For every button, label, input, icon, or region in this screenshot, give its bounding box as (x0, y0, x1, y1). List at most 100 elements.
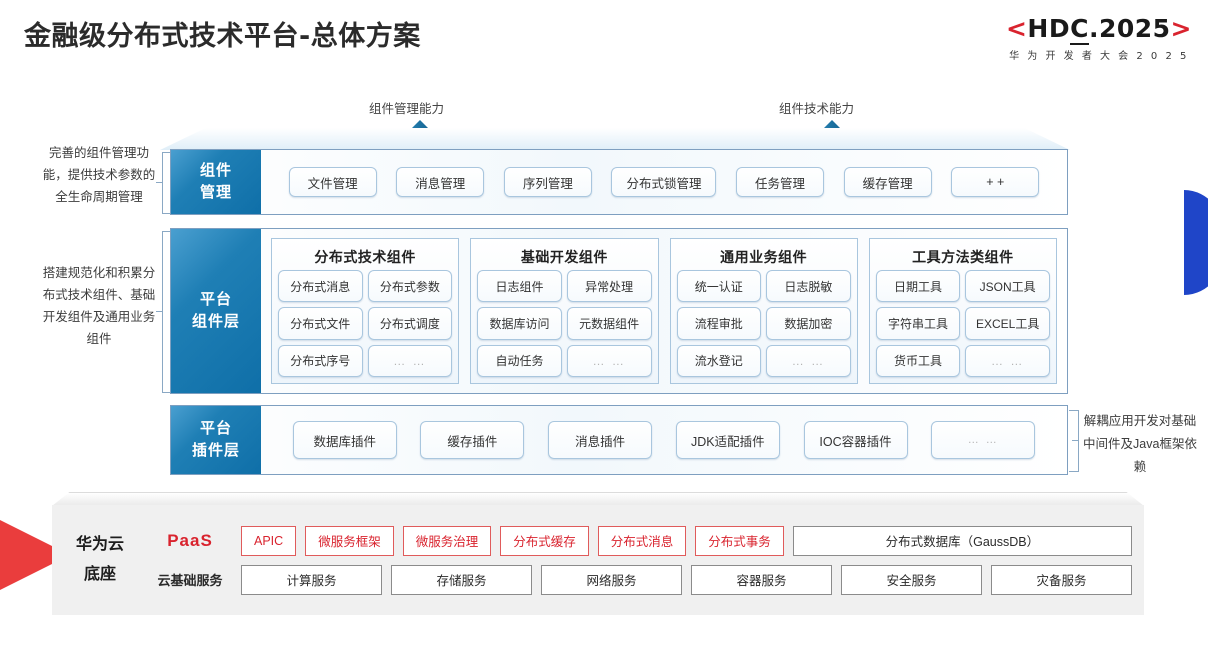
component-group: 通用业务组件统一认证日志脱敏流程审批数据加密流水登记… … (669, 238, 858, 384)
cloud-service-cell[interactable]: 网络服务 (541, 564, 682, 595)
logo-text-underline: C (1070, 14, 1089, 45)
hdc-logo-text: <HDC.2025> (1005, 14, 1192, 45)
cloud-service-cell[interactable]: 计算服务 (241, 564, 382, 595)
component-management-cell[interactable]: 缓存管理 (843, 167, 932, 197)
brace-platform-component (162, 231, 172, 393)
layer-tab-line1: 平台 (199, 420, 232, 437)
note-platform-component: 搭建规范化和积累分布式技术组件、基础开发组件及通用业务组件 (42, 266, 156, 346)
component-cell[interactable]: 分布式消息 (278, 270, 363, 303)
component-cell[interactable]: 分布式调度 (367, 307, 453, 340)
component-cell[interactable]: 异常处理 (566, 270, 652, 303)
plugin-cell[interactable]: 缓存插件 (420, 421, 525, 459)
component-group: 基础开发组件日志组件异常处理数据库访问元数据组件自动任务… … (470, 238, 659, 384)
base-body: 华为云 底座 PaaS APIC 微服务框架微服务治理分布式缓存分布式消息分布式事… (52, 505, 1144, 615)
plugin-cell[interactable]: 消息插件 (548, 421, 653, 459)
paas-service-cell[interactable]: 分布式事务 (695, 525, 784, 556)
component-cell[interactable]: EXCEL工具 (965, 307, 1050, 340)
cloud-service-cell[interactable]: 存储服务 (391, 564, 532, 595)
component-management-cell[interactable]: 分布式锁管理 (611, 167, 717, 197)
component-cell[interactable]: 统一认证 (676, 270, 762, 303)
base-top-bevel (52, 492, 1144, 506)
brace-platform-plugin (1069, 410, 1079, 472)
layer-tab-component-management: 组件 管理 (171, 150, 261, 214)
brace-tick-2 (156, 311, 162, 312)
component-group-container: 分布式技术组件分布式消息分布式参数分布式文件分布式调度分布式序号… …基础开发组… (261, 229, 1067, 393)
base-label: 华为云 底座 (52, 530, 148, 590)
layer-component-management: 组件 管理 文件管理消息管理序列管理分布式锁管理任务管理缓存管理 + + (170, 149, 1068, 215)
note-component-management: 完善的组件管理功能，提供技术参数的全生命周期管理 (42, 146, 156, 204)
blue-arc-decoration (1184, 190, 1208, 295)
component-cell[interactable]: … … (367, 344, 453, 377)
paas-tag: PaaS (167, 530, 213, 550)
cloud-service-cell[interactable]: 容器服务 (691, 564, 832, 595)
component-cell[interactable]: 元数据组件 (566, 307, 652, 340)
paas-row: PaaS APIC 微服务框架微服务治理分布式缓存分布式消息分布式事务分布式数据库… (148, 525, 1132, 556)
paas-service-cell[interactable]: 分布式缓存 (500, 525, 589, 556)
brace-tick-1 (156, 182, 162, 183)
component-management-cell[interactable]: 消息管理 (396, 167, 485, 197)
component-cell[interactable]: 分布式文件 (278, 307, 363, 340)
layer-tab-line2: 组件层 (191, 313, 240, 330)
paas-service-cell[interactable]: 微服务框架 (305, 525, 394, 556)
stack-top-plate (160, 128, 1070, 150)
component-cell[interactable]: 分布式参数 (367, 270, 453, 303)
plugin-cell[interactable]: IOC容器插件 (803, 421, 908, 459)
cloud-row: 云基础服务 计算服务存储服务网络服务容器服务安全服务灾备服务 (148, 564, 1132, 595)
component-management-cell[interactable]: 序列管理 (503, 167, 592, 197)
component-management-cell[interactable]: + + (951, 167, 1040, 197)
component-group: 分布式技术组件分布式消息分布式参数分布式文件分布式调度分布式序号… … (271, 238, 460, 384)
component-cell[interactable]: 数据加密 (766, 307, 851, 340)
logo-bracket-right-icon: > (1170, 14, 1192, 43)
capability-label-management: 组件管理能力 (369, 102, 445, 116)
component-cell[interactable]: 日志脱敏 (766, 270, 851, 303)
layer-tab-platform-plugin: 平台 插件层 (171, 406, 261, 474)
paas-service-cell[interactable]: APIC (241, 525, 297, 556)
component-cell[interactable]: JSON工具 (965, 270, 1050, 303)
component-cell[interactable]: … … (766, 344, 851, 377)
component-cell[interactable]: 字符串工具 (875, 307, 961, 340)
layer-tab-line1: 组件 (199, 162, 232, 179)
note-platform-plugin: 解耦应用开发对基础中间件及Java框架依赖 (1083, 414, 1197, 474)
component-management-cell[interactable]: 文件管理 (288, 167, 377, 197)
paas-service-cell[interactable]: 分布式消息 (597, 525, 687, 556)
layer-body-component-management: 文件管理消息管理序列管理分布式锁管理任务管理缓存管理 + + (261, 150, 1067, 214)
component-cell[interactable]: 日期工具 (875, 270, 961, 303)
layer-body-platform-plugin: 数据库插件缓存插件消息插件 JDK适配插件 IOC容器插件 … … (261, 406, 1067, 474)
component-cell[interactable]: 自动任务 (477, 344, 562, 377)
component-cell[interactable]: … … (566, 344, 652, 377)
component-management-cell[interactable]: 任务管理 (736, 167, 825, 197)
component-group-title: 通用业务组件 (720, 249, 808, 265)
paas-service-cell[interactable]: 分布式数据库（GaussDB） (792, 525, 1132, 556)
cloud-service-cell[interactable]: 灾备服务 (991, 564, 1132, 595)
layer-platform-component: 平台 组件层 分布式技术组件分布式消息分布式参数分布式文件分布式调度分布式序号…… (170, 228, 1068, 394)
base-rows: PaaS APIC 微服务框架微服务治理分布式缓存分布式消息分布式事务分布式数据库… (148, 525, 1144, 595)
component-group-grid: 分布式消息分布式参数分布式文件分布式调度分布式序号… … (278, 270, 453, 377)
component-cell[interactable]: 日志组件 (477, 270, 562, 303)
paas-service-cell[interactable]: 微服务治理 (402, 525, 492, 556)
component-cell[interactable]: 数据库访问 (477, 307, 562, 340)
plugin-cell[interactable]: 数据库插件 (292, 421, 397, 459)
cloud-service-cell[interactable]: 安全服务 (841, 564, 982, 595)
base-label-line2: 底座 (83, 566, 116, 583)
component-group-grid: 统一认证日志脱敏流程审批数据加密流水登记… … (676, 270, 851, 377)
component-group-title: 工具方法类组件 (912, 249, 1014, 265)
base-label-line1: 华为云 (75, 536, 124, 553)
component-cell[interactable]: 分布式序号 (278, 344, 363, 377)
plugin-cell[interactable]: JDK适配插件 (675, 421, 780, 459)
component-group-grid: 日志组件异常处理数据库访问元数据组件自动任务… … (477, 270, 652, 377)
plugin-cell[interactable]: … … (931, 421, 1036, 459)
logo-text-a: HD (1027, 14, 1071, 43)
component-cell[interactable]: 流程审批 (676, 307, 762, 340)
component-cell[interactable]: 流水登记 (676, 344, 762, 377)
paas-cell-container: APIC 微服务框架微服务治理分布式缓存分布式消息分布式事务分布式数据库（Gaus… (241, 525, 1132, 556)
component-group-title: 基础开发组件 (520, 249, 608, 265)
page-title: 金融级分布式技术平台-总体方案 (24, 21, 421, 52)
component-cell[interactable]: … … (965, 344, 1050, 377)
hdc-logo-subtitle: 华 为 开 发 者 大 会 2 0 2 5 (1009, 51, 1189, 62)
brace-component-management (162, 152, 172, 214)
layer-platform-plugin: 平台 插件层 数据库插件缓存插件消息插件 JDK适配插件 IOC容器插件 … … (170, 405, 1068, 475)
logo-bracket-left-icon: < (1005, 14, 1028, 43)
component-cell[interactable]: 货币工具 (875, 344, 961, 377)
